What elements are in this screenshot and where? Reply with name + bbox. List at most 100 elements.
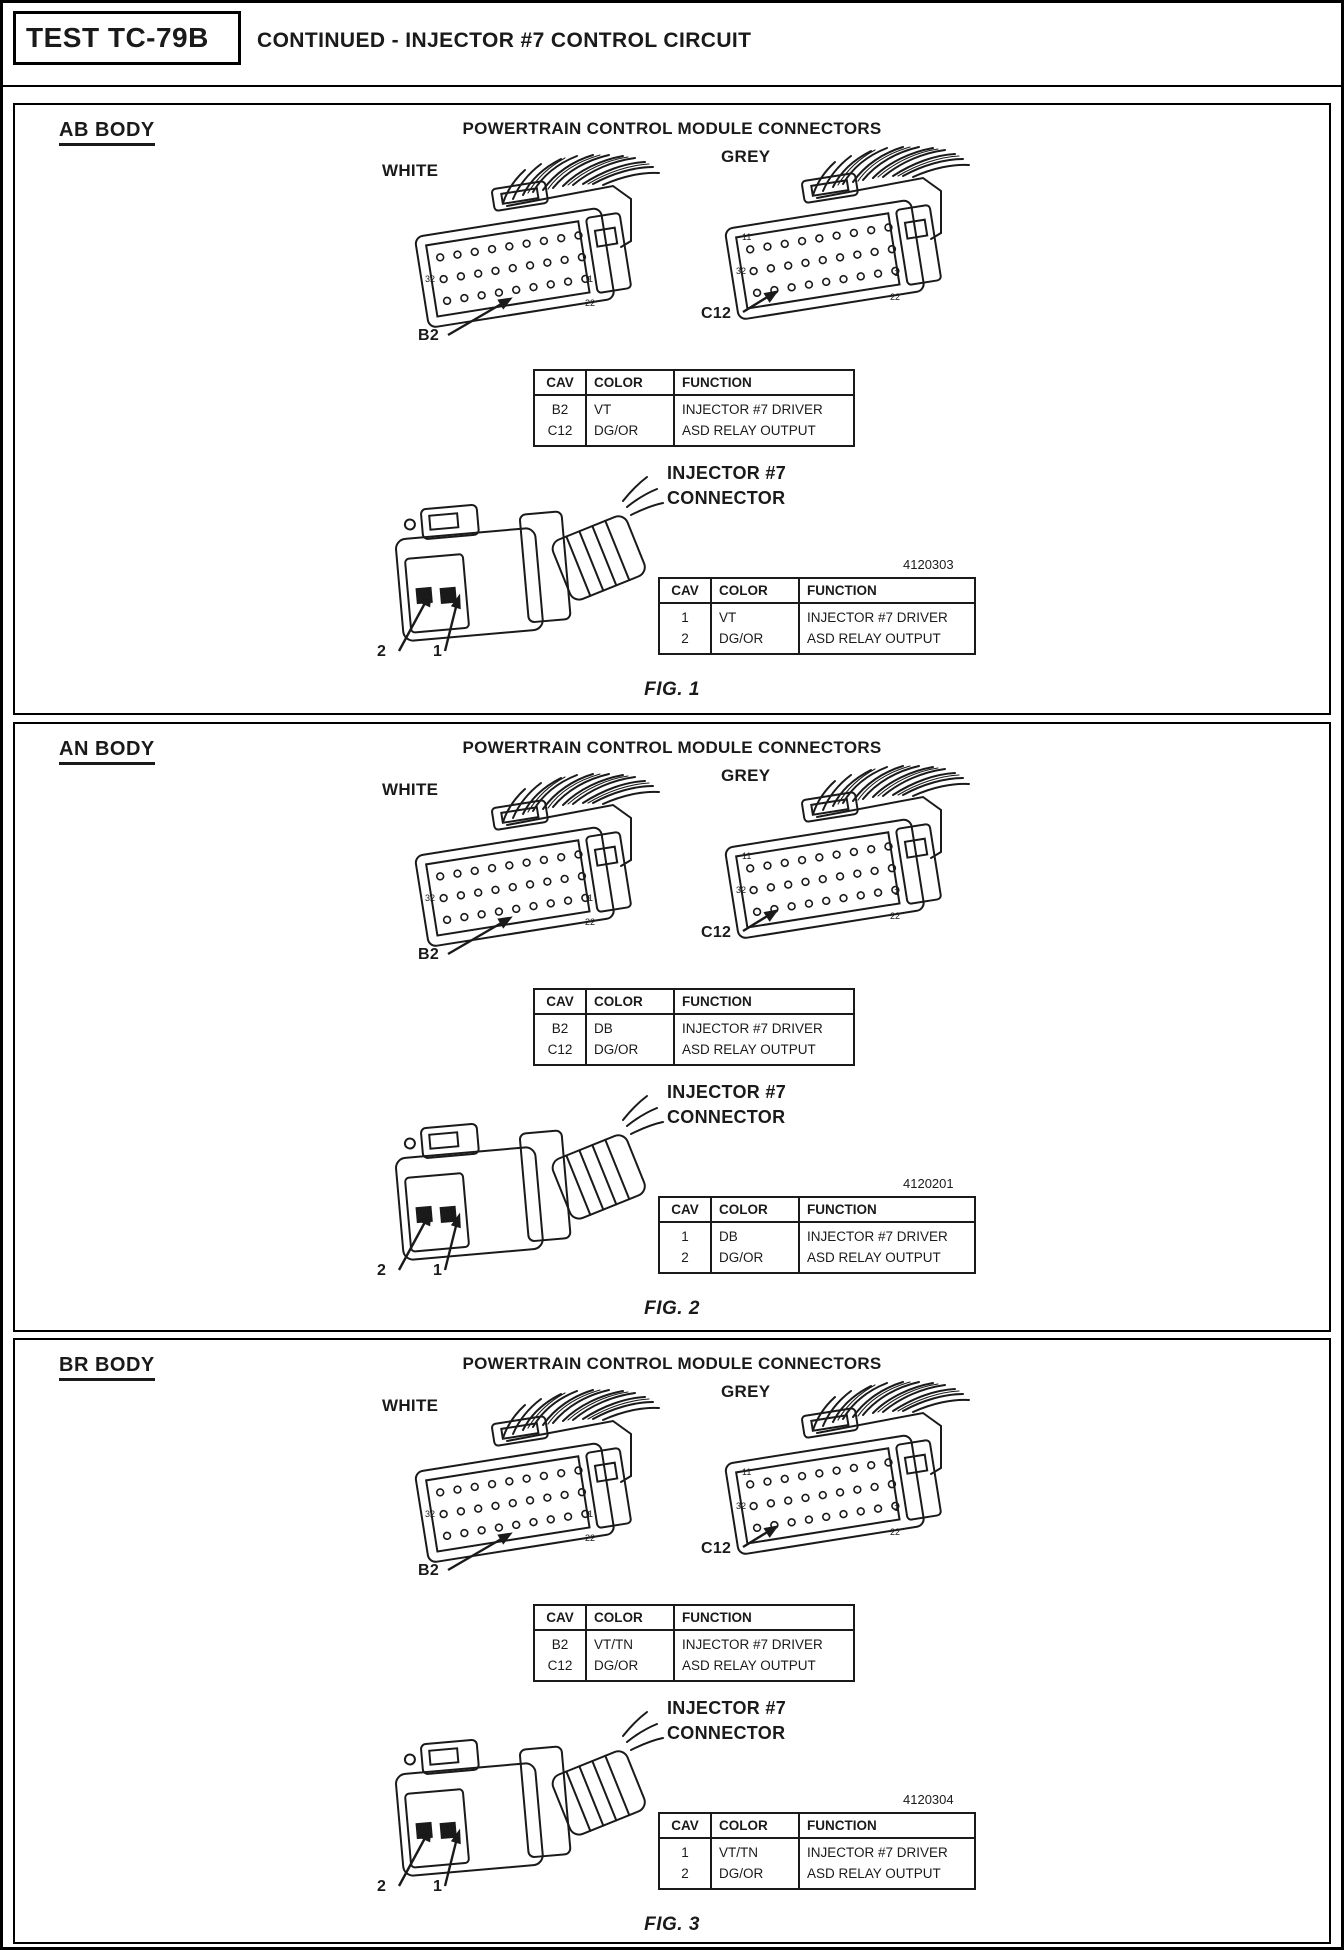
function-cell: ASD RELAY OUTPUT (673, 1655, 855, 1681)
table-row: B2 VT INJECTOR #7 DRIVER (533, 395, 855, 420)
cavity-b2-label: B2 (418, 946, 440, 963)
color-cell: DG/OR (585, 420, 675, 446)
pin-number: 1 (894, 1503, 899, 1513)
white-connector-label: WHITE (382, 780, 439, 799)
cavity-b2-label: B2 (418, 327, 440, 344)
injector-connector-art (391, 1710, 665, 1888)
cav-header: CAV (533, 369, 587, 396)
cav-header: CAV (533, 988, 587, 1015)
function-cell: INJECTOR #7 DRIVER (798, 1222, 976, 1247)
injector-connector-illustration: 2 1 (375, 455, 665, 675)
grey-connector-label: GREY (721, 766, 771, 785)
pin-number: 32 (425, 1509, 435, 1519)
part-number: 4120201 (903, 1176, 954, 1191)
pin-number: 32 (425, 274, 435, 284)
table-row: 1 VT/TN INJECTOR #7 DRIVER (658, 1838, 976, 1863)
page-title: CONTINUED - INJECTOR #7 CONTROL CIRCUIT (257, 29, 752, 52)
pcm-connectors-drawing: 32 1 22 11 32 1 22 (413, 146, 970, 337)
color-cell: DG/OR (585, 1039, 675, 1065)
color-header: COLOR (710, 1196, 800, 1223)
pcm-connectors-illustration: 32 1 22 11 32 1 22 WHITE GREY B2 C12 (345, 1376, 1005, 1594)
function-cell: ASD RELAY OUTPUT (798, 1247, 976, 1273)
injector-title-line1: INJECTOR #7 (667, 463, 787, 483)
pin-number: 1 (588, 893, 593, 903)
injector-cavity-table: CAV COLOR FUNCTION 1 VT INJECTOR #7 DRIV… (658, 577, 976, 655)
callout-arrows (447, 290, 779, 337)
pin-number: 1 (588, 274, 593, 284)
pin-number: 32 (425, 893, 435, 903)
color-cell: DB (585, 1014, 675, 1039)
part-number: 4120304 (903, 1792, 954, 1807)
function-header: FUNCTION (798, 577, 976, 604)
body-label: AN BODY (59, 738, 155, 765)
pin-numbers: 32 1 22 11 32 1 22 (425, 1467, 900, 1543)
pcm-connectors-title: POWERTRAIN CONTROL MODULE CONNECTORS (462, 738, 882, 757)
function-header: FUNCTION (798, 1812, 976, 1839)
test-id-label: TEST TC-79B (26, 22, 209, 53)
pin-number: 22 (585, 917, 595, 927)
function-header: FUNCTION (673, 369, 855, 396)
pin-number: 1 (588, 1509, 593, 1519)
injector-title-line2: CONNECTOR (667, 1107, 786, 1127)
color-cell: VT/TN (585, 1630, 675, 1655)
callout-arrows (447, 909, 779, 956)
pcm-cavity-table: CAV COLOR FUNCTION B2 VT INJECTOR #7 DRI… (533, 369, 855, 447)
pin-number: 32 (736, 1501, 746, 1511)
white-connector-drawing (413, 773, 660, 948)
injector-connector-drawing (391, 1094, 665, 1272)
pin-2-label: 2 (377, 1262, 387, 1279)
color-cell: DG/OR (710, 1863, 800, 1889)
injector-title-line2: CONNECTOR (667, 1723, 786, 1743)
function-cell: INJECTOR #7 DRIVER (798, 603, 976, 628)
pcm-connectors-illustration: 32 1 22 11 32 1 22 WHITE GREY B2 C12 (345, 141, 1005, 359)
injector-connector-illustration: 2 1 (375, 1074, 665, 1294)
table-row: C12 DG/OR ASD RELAY OUTPUT (533, 420, 855, 446)
pin-numbers: 32 1 22 11 32 1 22 (425, 851, 900, 927)
cav-header: CAV (533, 1604, 587, 1631)
table-row: 1 VT INJECTOR #7 DRIVER (658, 603, 976, 628)
cav-cell: 2 (658, 628, 712, 654)
pin-number: 11 (742, 232, 751, 242)
pin-number: 1 (894, 887, 899, 897)
cavity-b2-label: B2 (418, 1562, 440, 1579)
pin-1-label: 1 (433, 643, 443, 660)
pcm-connectors-illustration: 32 1 22 11 32 1 22 WHITE GREY B2 C12 (345, 760, 1005, 978)
pin-number: 1 (894, 268, 899, 278)
pin-number: 22 (890, 1527, 900, 1537)
grey-connector-label: GREY (721, 1382, 771, 1401)
pcm-connectors-title: POWERTRAIN CONTROL MODULE CONNECTORS (462, 119, 882, 138)
cav-cell: 1 (658, 603, 712, 628)
white-connector-label: WHITE (382, 161, 439, 180)
body-label: AB BODY (59, 119, 155, 146)
pcm-cavity-table: CAV COLOR FUNCTION B2 VT/TN INJECTOR #7 … (533, 1604, 855, 1682)
function-cell: ASD RELAY OUTPUT (673, 1039, 855, 1065)
function-cell: INJECTOR #7 DRIVER (673, 1630, 855, 1655)
pin-numbers: 32 1 22 11 32 1 22 (425, 232, 900, 308)
pin-2-label: 2 (377, 643, 387, 660)
cav-cell: 1 (658, 1222, 712, 1247)
pin-number: 22 (890, 292, 900, 302)
color-header: COLOR (585, 369, 675, 396)
color-cell: DG/OR (710, 628, 800, 654)
function-cell: ASD RELAY OUTPUT (673, 420, 855, 446)
pin-number: 22 (585, 298, 595, 308)
grey-connector-drawing (723, 1381, 970, 1556)
pcm-connectors-drawing: 32 1 22 11 32 1 22 (413, 1381, 970, 1572)
callout-arrows (447, 1525, 779, 1572)
injector-connector-art (391, 1094, 665, 1272)
color-header: COLOR (710, 1812, 800, 1839)
injector-connector-title: INJECTOR #7 CONNECTOR (667, 1080, 786, 1130)
color-cell: DG/OR (585, 1655, 675, 1681)
test-id-box: TEST TC-79B (13, 11, 241, 65)
table-row: 2 DG/OR ASD RELAY OUTPUT (658, 1863, 976, 1889)
pin-number: 22 (585, 1533, 595, 1543)
white-connector-drawing (413, 154, 660, 329)
injector-cavity-table: CAV COLOR FUNCTION 1 VT/TN INJECTOR #7 D… (658, 1812, 976, 1890)
cavity-c12-label: C12 (701, 305, 732, 322)
figure-label: FIG. 2 (644, 1298, 700, 1319)
table-row: B2 VT/TN INJECTOR #7 DRIVER (533, 1630, 855, 1655)
body-label: BR BODY (59, 1354, 155, 1381)
function-header: FUNCTION (798, 1196, 976, 1223)
pin-1-label: 1 (433, 1262, 443, 1279)
